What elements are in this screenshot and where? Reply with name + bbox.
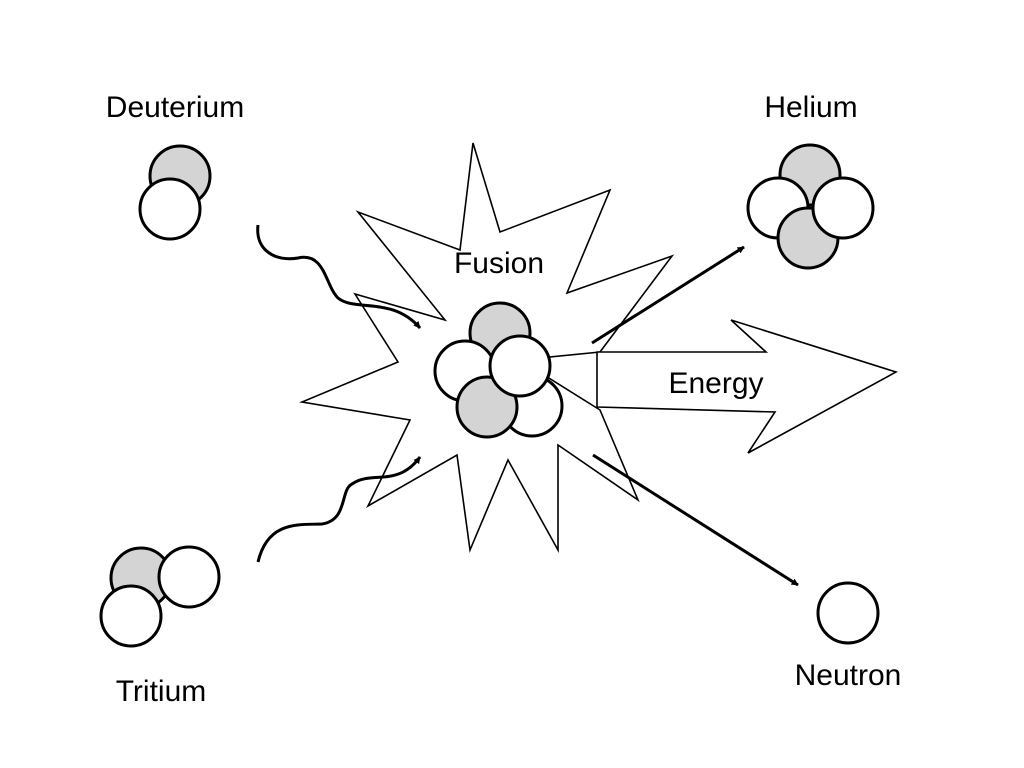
deuterium-label: Deuterium (106, 91, 244, 124)
tritium-wavy-arrow (256, 456, 422, 563)
tritium-label: Tritium (116, 675, 207, 708)
neutron-label: Neutron (795, 659, 902, 692)
proton-circle (455, 375, 519, 439)
energy-arrow (596, 319, 899, 454)
fusion-label: Fusion (454, 247, 544, 280)
helium-nucleus (746, 143, 875, 270)
tritium-nucleus (99, 545, 221, 648)
neutron-circle (138, 177, 202, 241)
neutron-circle (488, 334, 552, 398)
free-neutron (816, 581, 880, 645)
neutron-circle (811, 176, 875, 240)
deuterium-wavy-arrow (256, 224, 422, 329)
helium-label: Helium (764, 91, 857, 124)
neutron-circle (99, 584, 163, 648)
energy-label: Energy (668, 367, 763, 400)
neutron-arrow (592, 453, 799, 587)
fused-nucleus (433, 301, 564, 439)
neutron-circle (157, 545, 221, 609)
deuterium-nucleus (138, 144, 212, 241)
helium-arrow (591, 245, 745, 345)
